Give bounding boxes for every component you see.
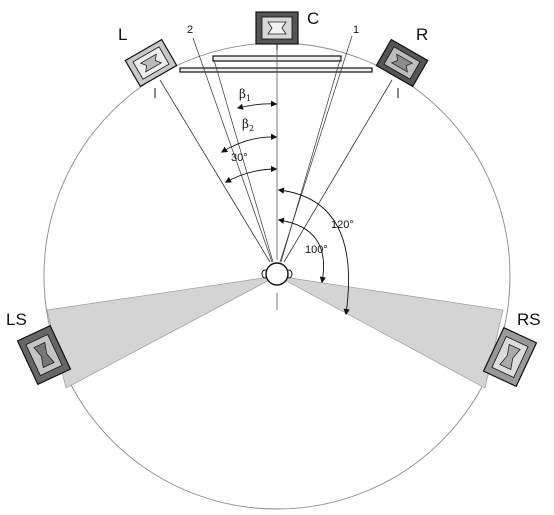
label-line-2: 2 — [187, 24, 193, 36]
line-to-right-speaker — [283, 79, 393, 263]
angle-arc-30 — [224, 165, 278, 183]
label-30-degrees: 30° — [231, 152, 248, 164]
label-right: R — [416, 25, 428, 44]
label-100-degrees: 100° — [305, 244, 328, 256]
center-speaker-icon — [255, 11, 299, 50]
label-line-1: 1 — [353, 24, 359, 36]
angle-arc-100 — [277, 217, 327, 284]
right-surround-coverage-wedge — [276, 275, 504, 389]
line-to-left-speaker — [159, 79, 271, 263]
right-speaker-icon — [375, 38, 429, 88]
angle-arc-beta-2 — [220, 133, 278, 153]
left-surround-speaker-icon — [16, 324, 72, 386]
listener-head-icon — [261, 262, 293, 286]
label-beta-1: β1 — [239, 87, 251, 103]
screen-bar-bottom — [179, 67, 373, 73]
left-speaker-icon — [124, 38, 178, 88]
line-inner-left — [213, 59, 274, 263]
right-surround-speaker-icon — [482, 326, 538, 388]
left-surround-coverage-wedge — [46, 275, 278, 389]
label-left: L — [118, 25, 127, 44]
label-right-surround: RS — [517, 310, 541, 329]
label-beta-2: β2 — [242, 117, 254, 133]
line-inner-right — [280, 59, 341, 263]
label-center: C — [307, 9, 319, 28]
label-left-surround: LS — [6, 310, 27, 329]
angle-arc-beta-1 — [236, 100, 278, 110]
angle-arc-120 — [277, 187, 350, 316]
label-120-degrees: 120° — [331, 219, 354, 231]
